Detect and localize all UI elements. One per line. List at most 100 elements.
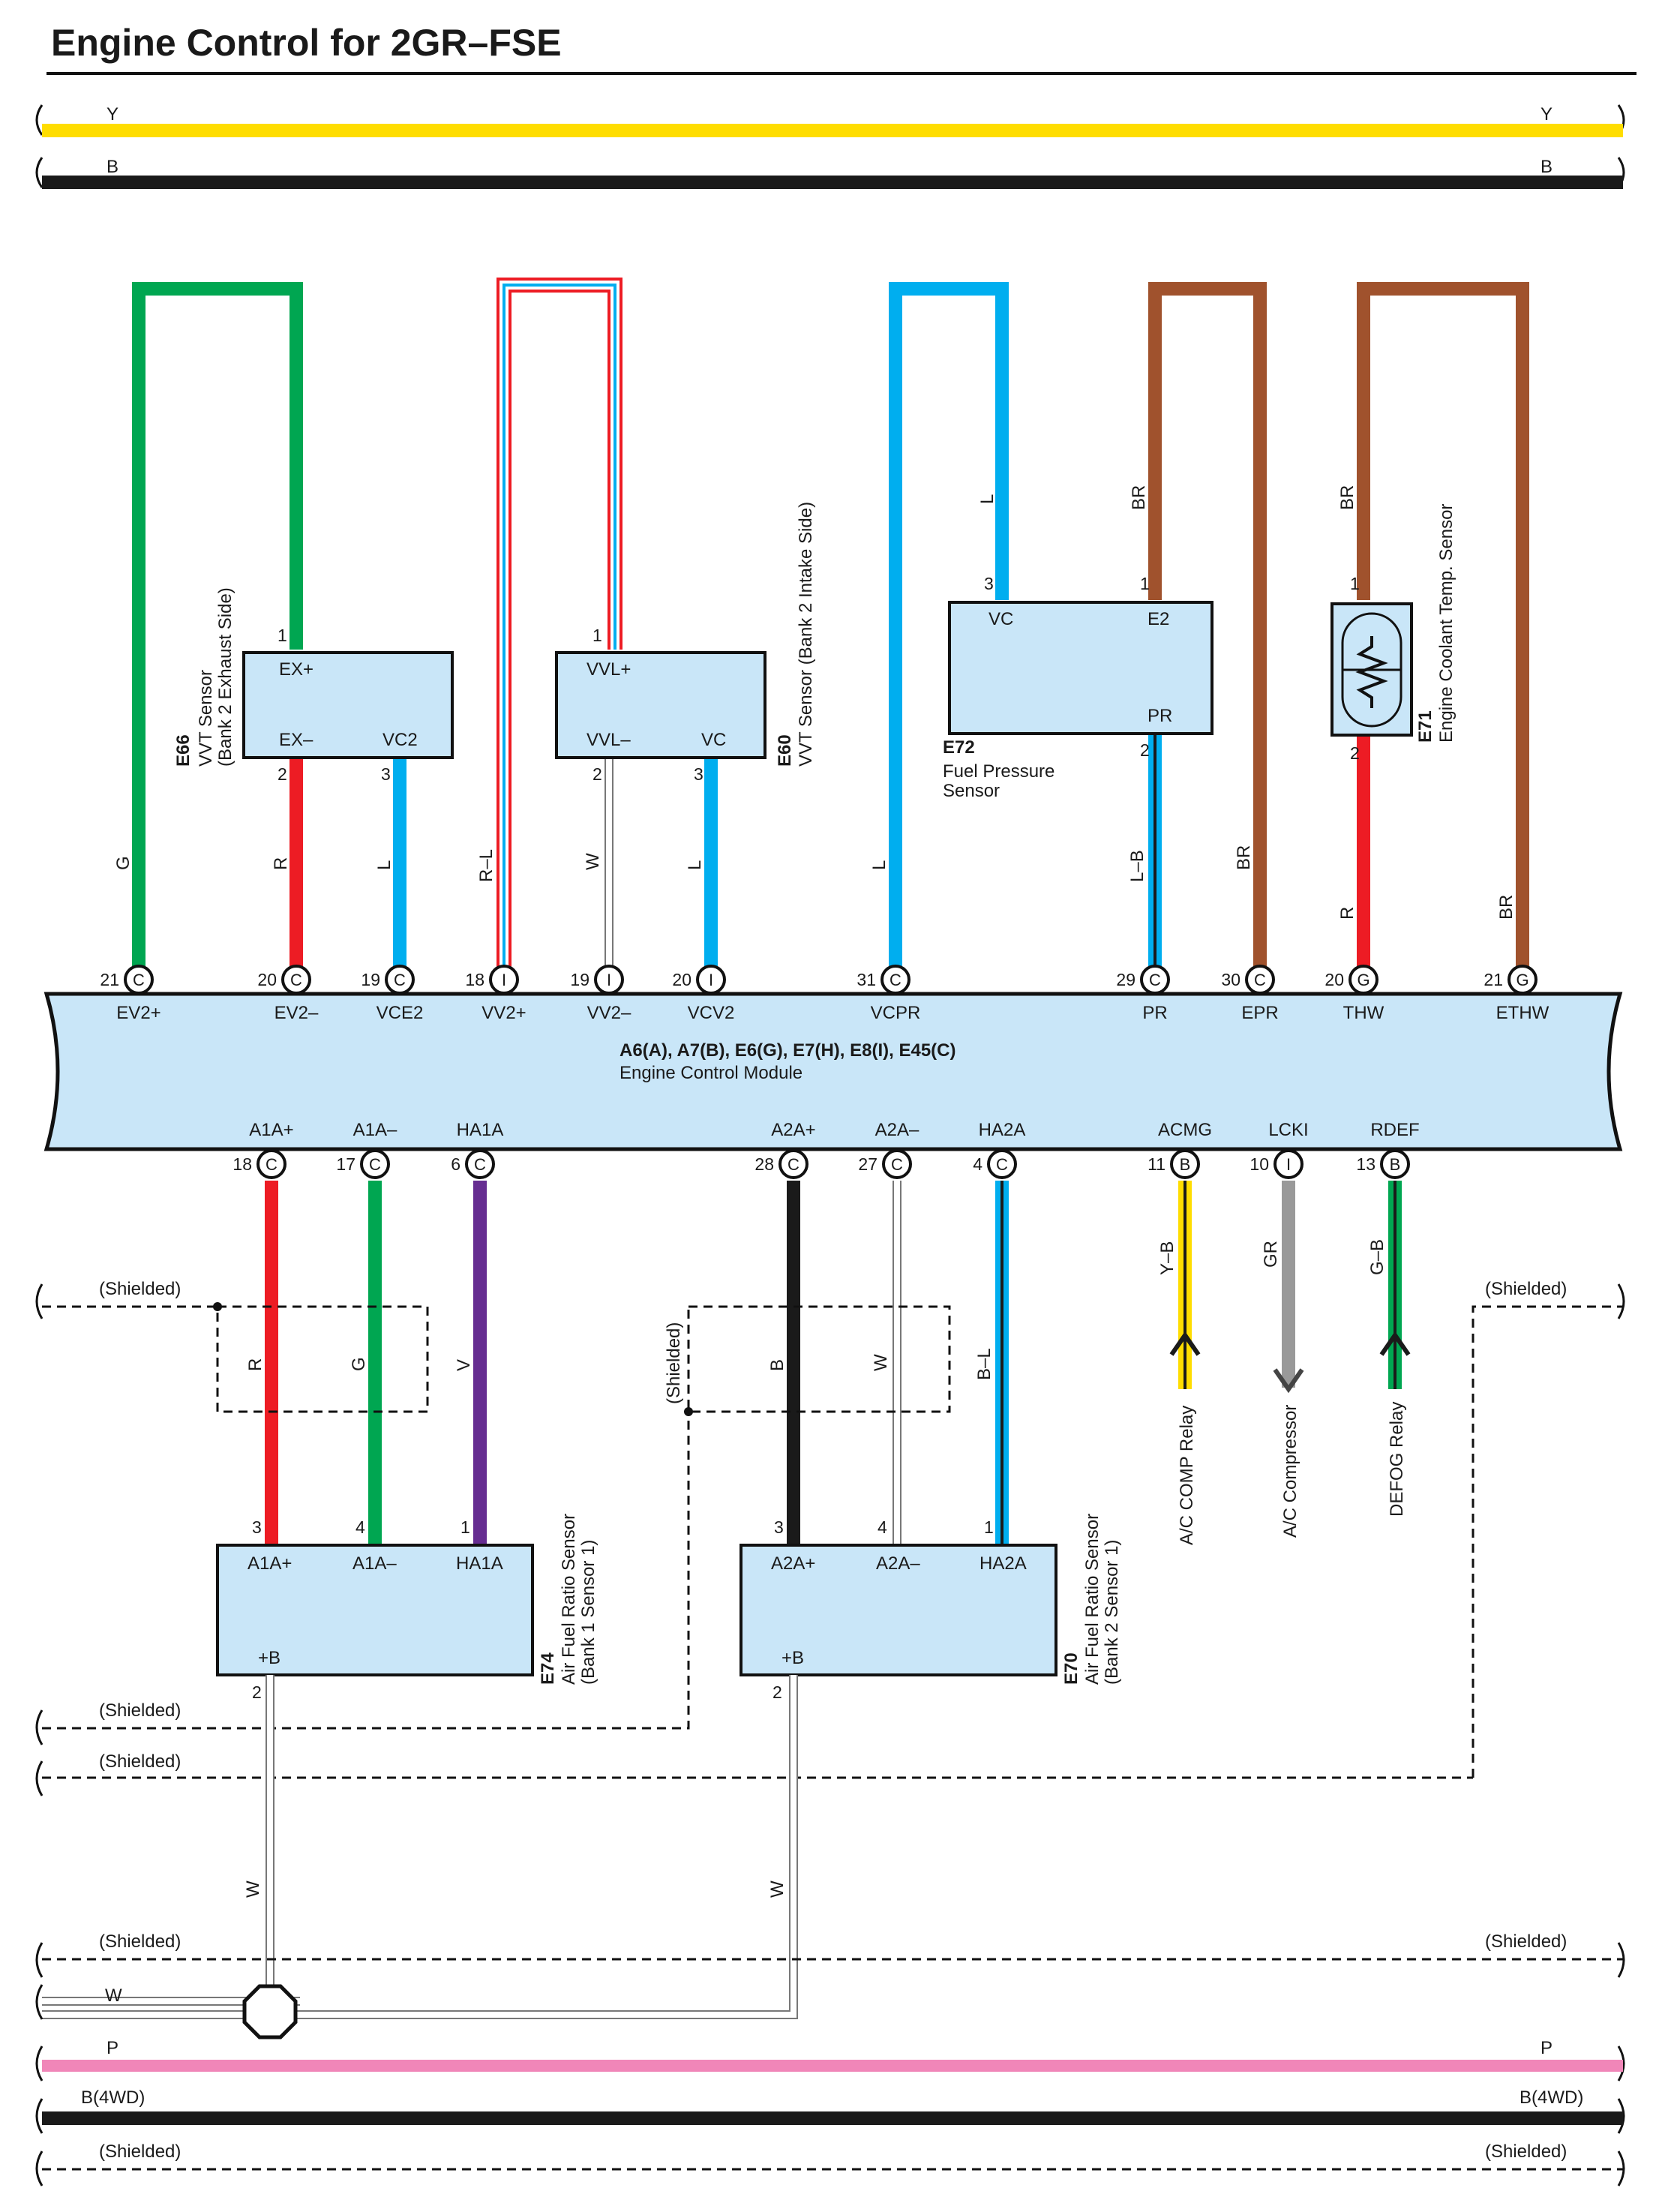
svg-text:EX+: EX+: [279, 659, 314, 680]
pin-number: 29: [1116, 970, 1136, 989]
svg-text:1: 1: [1350, 574, 1360, 593]
svg-text:Y–B: Y–B: [1157, 1241, 1178, 1275]
svg-text:BR: BR: [1496, 895, 1516, 920]
svg-text:2: 2: [772, 1682, 782, 1702]
pin-name: EV2+: [116, 1003, 160, 1023]
svg-text:1: 1: [592, 626, 602, 645]
svg-text:L: L: [869, 860, 890, 870]
pin-connector: C: [788, 1155, 800, 1174]
pin-name: VCE2: [376, 1003, 424, 1023]
svg-text:Engine Coolant Temp. Sensor: Engine Coolant Temp. Sensor: [1436, 504, 1456, 743]
pin-number: 19: [570, 970, 590, 989]
pin-number: 19: [361, 970, 380, 989]
pin-name: VCV2: [688, 1003, 735, 1023]
shield-line-3: (Shielded): [35, 1751, 1473, 1796]
wire-g-ev2: [132, 282, 303, 974]
svg-text:(Shielded): (Shielded): [99, 2141, 181, 2162]
e70-af-sensor: A2A+ A2A– HA2A +B 3 4 1 2 E70 Air Fuel R…: [740, 1514, 1122, 1702]
svg-text:V: V: [454, 1359, 474, 1371]
svg-text:Engine Control Module: Engine Control Module: [620, 1063, 802, 1083]
svg-text:E74: E74: [538, 1652, 558, 1685]
page-title: Engine Control for 2GR–FSE: [51, 22, 562, 64]
pin-number: 28: [754, 1154, 774, 1174]
pin-connector: I: [502, 971, 506, 989]
svg-text:R–L: R–L: [476, 849, 496, 882]
svg-text:2: 2: [1140, 740, 1150, 760]
svg-text:W: W: [583, 853, 603, 870]
pin-number: 31: [856, 970, 876, 989]
pin-connector: I: [709, 971, 713, 989]
shield-1-junction: [213, 1302, 222, 1311]
svg-text:E72: E72: [943, 737, 975, 758]
svg-text:GR: GR: [1261, 1241, 1281, 1268]
svg-text:L: L: [977, 494, 998, 504]
svg-text:(Bank 1 Sensor 1): (Bank 1 Sensor 1): [578, 1540, 598, 1685]
wire-br-epr: [1148, 282, 1267, 974]
wire-gr-lcki: [1273, 1181, 1304, 1394]
svg-text:L–B: L–B: [1127, 850, 1148, 882]
svg-text:E2: E2: [1148, 609, 1169, 629]
svg-text:E70: E70: [1061, 1652, 1082, 1685]
svg-text:W: W: [105, 1985, 122, 2006]
shield-line-1: (Shielded): [35, 1279, 218, 1319]
wire-l-vcpr: [889, 282, 1009, 974]
svg-text:VC2: VC2: [382, 730, 418, 750]
svg-text:3: 3: [984, 574, 994, 593]
pin-number: 18: [465, 970, 484, 989]
pin-number: 20: [1324, 970, 1344, 989]
pin-connector: C: [369, 1155, 381, 1174]
svg-text:(Shielded): (Shielded): [99, 1700, 181, 1721]
ecm-bottom-pins: C18A1A+C17A1A–C6HA1AC28A2A+C27A2A–C4HA2A…: [232, 1120, 1420, 1179]
engine-control-module: A6(A), A7(B), E6(G), E7(H), E8(I), E45(C…: [44, 992, 1623, 1151]
wire-rl-vv2plus: [496, 278, 622, 974]
svg-text:(Shielded): (Shielded): [99, 1279, 181, 1299]
wire-br-ethw: [1357, 282, 1529, 974]
svg-text:BR: BR: [1234, 845, 1254, 870]
e74-af-sensor: A1A+ A1A– HA1A +B 3 4 1 2 E74 Air Fuel R…: [216, 1514, 598, 1702]
svg-text:R: R: [271, 857, 291, 870]
pin-number: 4: [973, 1154, 982, 1174]
svg-text:Air Fuel Ratio Sensor: Air Fuel Ratio Sensor: [1082, 1514, 1102, 1685]
svg-text:+B: +B: [782, 1648, 804, 1668]
svg-text:Y: Y: [1540, 104, 1552, 125]
shield-line-right: (Shielded): [1472, 1279, 1625, 1778]
ecm-bottom-pin-a2a: C 28 A2A+: [754, 1120, 816, 1179]
svg-text:(Bank 2 Exhaust Side): (Bank 2 Exhaust Side): [215, 587, 236, 767]
pin-connector: I: [1286, 1155, 1291, 1174]
pin-connector: G: [1357, 971, 1370, 989]
pin-name: A1A–: [353, 1120, 398, 1140]
svg-text:2: 2: [252, 1682, 262, 1702]
svg-text:HA2A: HA2A: [980, 1553, 1027, 1574]
svg-text:(Shielded): (Shielded): [1485, 2141, 1567, 2162]
shield-2-label: (Shielded): [664, 1322, 684, 1404]
svg-text:VVL+: VVL+: [586, 659, 631, 680]
pin-connector: C: [266, 1155, 278, 1174]
svg-text:G: G: [349, 1357, 369, 1371]
svg-text:VC: VC: [988, 609, 1013, 629]
pin-name: A2A+: [771, 1120, 815, 1140]
shield-box-2: [687, 1305, 951, 1413]
wire-w-e70-plusb: W: [42, 1675, 798, 2019]
pin-connector: C: [891, 1155, 903, 1174]
pin-name: HA2A: [979, 1120, 1026, 1140]
svg-text:(Shielded): (Shielded): [99, 1751, 181, 1772]
svg-text:VC: VC: [701, 730, 726, 750]
pin-name: VV2–: [587, 1003, 632, 1023]
pin-name: ETHW: [1496, 1003, 1550, 1023]
shield-box-1: [216, 1305, 429, 1413]
svg-text:BR: BR: [1337, 485, 1358, 510]
pin-number: 21: [1484, 970, 1503, 989]
pin-name: THW: [1343, 1003, 1384, 1023]
pin-number: 10: [1250, 1154, 1269, 1174]
svg-text:2: 2: [278, 764, 287, 784]
svg-text:E71: E71: [1415, 710, 1436, 743]
pin-connector: C: [290, 971, 302, 989]
shield-line-4: (Shielded) (Shielded): [35, 1931, 1625, 1978]
